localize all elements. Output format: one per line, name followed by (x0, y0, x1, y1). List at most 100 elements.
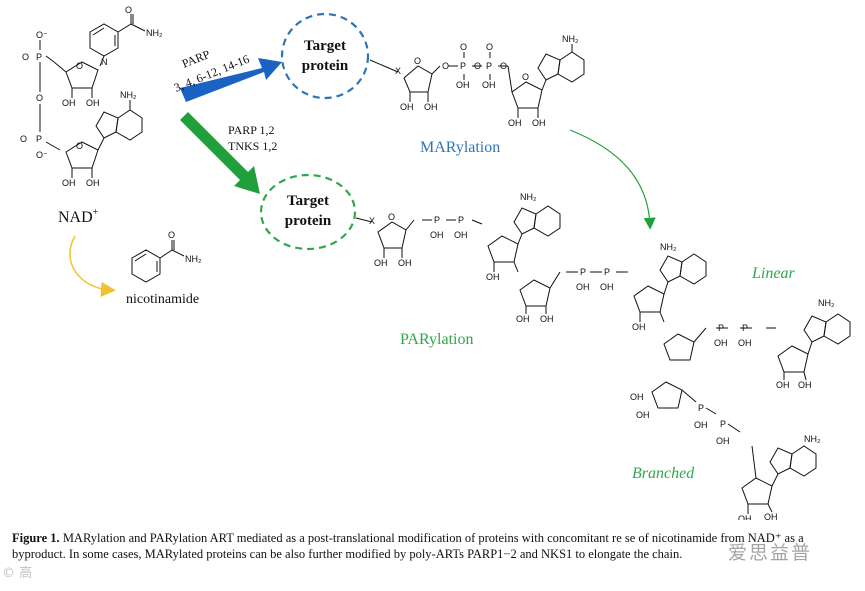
atom-label: O (522, 72, 529, 82)
tnks-label: TNKS 1,2 (228, 139, 277, 153)
atom-label: O (76, 141, 83, 151)
nad-label: NAD+ (58, 207, 99, 226)
target-protein-circle-bottom (259, 173, 357, 251)
atom-label: OH (694, 420, 708, 430)
par-atom-labels: X O OH OH P OH P OH NH₂ OH OH OH P OH P … (369, 192, 835, 520)
atom-label: O (125, 5, 132, 15)
atom-label: P (604, 267, 610, 277)
atom-label: OH (764, 512, 778, 520)
atom-label: NH₂ (120, 90, 137, 100)
linear-label: Linear (751, 265, 795, 282)
atom-label: NH₂ (818, 298, 835, 308)
atom-label: OH (630, 392, 644, 402)
atom-label: OH (600, 282, 614, 292)
atom-label: OH (482, 80, 496, 90)
atom-label: OH (716, 436, 730, 446)
atom-label: OH (430, 230, 444, 240)
mar-adp-ribose (369, 44, 585, 118)
atom-label: O (76, 61, 83, 71)
atom-label: OH (454, 230, 468, 240)
atom-label: OH (798, 380, 812, 390)
par-chain (355, 205, 851, 514)
target-protein-top-line1: Target (304, 38, 346, 54)
watermark-logo: 爱思益普 (728, 542, 813, 564)
branched-label: Branched (632, 465, 695, 482)
atom-label: OH (636, 410, 650, 420)
marylation-label: MARylation (420, 139, 500, 156)
atom-label: P (698, 403, 704, 413)
atom-label: O (474, 61, 481, 71)
blue-arrow (180, 58, 282, 102)
atom-label: OH (540, 314, 554, 324)
atom-label: NH₂ (804, 434, 821, 444)
atom-label: P (580, 267, 586, 277)
atom-label: P (36, 134, 42, 144)
atom-label: OH (86, 98, 100, 108)
atom-label: O (486, 42, 493, 52)
atom-label: P (742, 323, 748, 333)
green-arrow (180, 112, 260, 194)
atom-label: NH₂ (660, 242, 677, 252)
target-protein-circle-top (280, 12, 370, 100)
mar-atom-labels: X O OH OH O P O OH O P O OH O O OH OH NH… (395, 34, 579, 128)
caption-text: MARylation and PARylation ART mediated a… (12, 531, 804, 561)
atom-label: OH (86, 178, 100, 188)
atom-label: O (22, 52, 29, 62)
nad-atom-labels: O NH₂ N O OH OH O⁻ P O O P O O⁻ O OH OH … (20, 5, 163, 188)
atom-label: OH (456, 80, 470, 90)
atom-label: X (369, 216, 375, 226)
nicotinamide-atoms: O NH₂ (168, 230, 202, 264)
atom-label: O (460, 42, 467, 52)
target-protein-top-line2: protein (302, 58, 349, 74)
atom-label: OH (776, 380, 790, 390)
atom-label: P (718, 323, 724, 333)
atom-label: OH (62, 98, 76, 108)
atom-label: P (460, 61, 466, 71)
green-curved-arrow (569, 129, 656, 230)
atom-label: O (388, 212, 395, 222)
atom-label: O⁻ (36, 30, 48, 40)
watermark-left: © 高 (2, 566, 33, 581)
atom-label: OH (516, 314, 530, 324)
atom-label: O (20, 134, 27, 144)
atom-label: P (36, 52, 42, 62)
atom-label: OH (400, 102, 414, 112)
atom-label: P (486, 61, 492, 71)
nad-structure (39, 14, 146, 178)
atom-label: OH (532, 118, 546, 128)
atom-label: O (500, 61, 507, 71)
nicotinamide-label: nicotinamide (126, 292, 199, 307)
atom-label: NH₂ (185, 254, 202, 264)
target-protein-bottom-line1: Target (287, 193, 329, 209)
atom-label: P (720, 419, 726, 429)
atom-label: O⁻ (36, 150, 48, 160)
atom-label: OH (398, 258, 412, 268)
atom-label: NH₂ (146, 28, 163, 38)
atom-label: OH (486, 272, 500, 282)
target-protein-bottom-line2: protein (285, 213, 332, 229)
atom-label: OH (62, 178, 76, 188)
atom-label: NH₂ (562, 34, 579, 44)
atom-label: OH (738, 338, 752, 348)
atom-label: O (414, 56, 421, 66)
atom-label: O (36, 93, 43, 103)
atom-label: P (434, 215, 440, 225)
atom-label: X (395, 66, 401, 76)
atom-label: OH (714, 338, 728, 348)
atom-label: NH₂ (520, 192, 537, 202)
atom-label: OH (632, 322, 646, 332)
atom-label: OH (738, 514, 752, 520)
atom-label: OH (576, 282, 590, 292)
yellow-curved-arrow (69, 235, 116, 297)
nicotinamide-structure (131, 240, 185, 283)
figure-illustration: O NH₂ N O OH OH O⁻ P O O P O O⁻ O OH OH … (20, 5, 851, 520)
atom-label: N (101, 57, 108, 67)
atom-label: OH (424, 102, 438, 112)
atom-label: OH (508, 118, 522, 128)
caption-label: Figure 1. (12, 531, 60, 545)
atom-label: O (168, 230, 175, 240)
atom-label: OH (374, 258, 388, 268)
parylation-label: PARylation (400, 331, 473, 348)
figure-caption: Figure 1. MARylation and PARylation ART … (12, 530, 855, 562)
atom-label: O (442, 61, 449, 71)
